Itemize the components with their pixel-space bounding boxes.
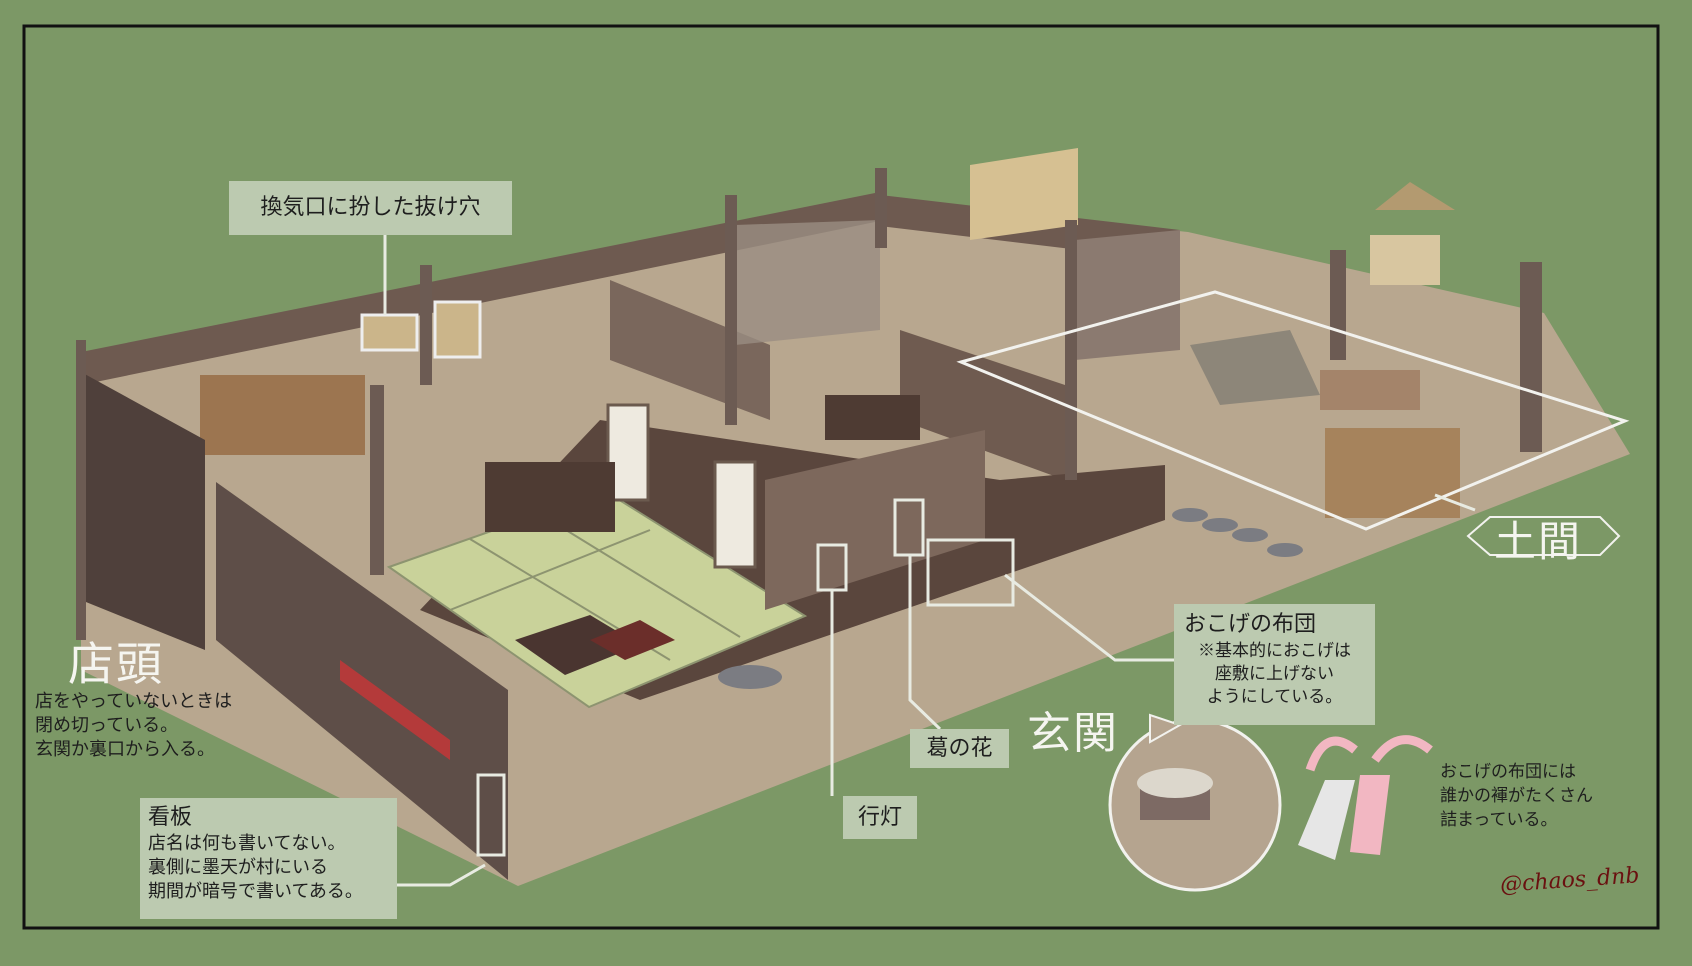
note-line: 店をやっていないときは [35,691,233,712]
frame-border [22,24,1660,930]
vent-hole [360,313,419,352]
shoji-screen [606,403,650,502]
tansu-chest [485,462,615,532]
back-wall [81,193,875,385]
shopfront-note: 店をやっていないときは 閉め切っている。 玄関か裏口から入る。 [35,690,232,762]
entrance-wall [765,430,985,610]
kamado-stove [1190,330,1320,405]
doma-outline [956,290,1630,531]
entrance-title: 玄関 [1027,708,1119,759]
stone [718,665,782,689]
okoge-futon-label: おこげの布団 ※基本的におこげは 座敷に上げない ようにしている。 [1174,604,1375,725]
signboard-title: 看板 [148,805,193,830]
side-facade [81,372,205,650]
white-loincloth [1298,780,1355,860]
note-line: 期間が暗号で書いてある。 [148,881,363,902]
note-line: 玄関か裏口から入る。 [35,739,215,760]
low-table [515,615,640,675]
kitchen-shelf [1325,428,1460,518]
okoge-futon-title: おこげの布団 [1184,612,1317,637]
partition-wall-right [900,330,1065,480]
note-line: 詰まっている。 [1440,810,1558,830]
tansu-chest [825,395,920,440]
note-line: 誰かの褌がたくさん [1440,786,1593,806]
shopfront-title: 店頭 [68,637,164,691]
note-line: 裏側に墨天が村にいる [148,857,328,878]
doma-label-frame [1466,516,1621,556]
kudzu-label: 葛の花 [910,729,1009,768]
note-line: 店名は何も書いてない。 [148,833,346,854]
note-line: ※基本的におこげは [1198,641,1351,661]
signboard-label: 看板 店名は何も書いてない。 裏側に墨天が村にいる 期間が暗号で書いてある。 [140,798,397,919]
note-line: 閉め切っている。 [35,715,179,736]
well [1370,235,1440,285]
andon-label: 行灯 [843,796,917,839]
partition-wall-gray [735,220,880,345]
note-line: 座敷に上げない [1215,664,1334,684]
shoji-screen [713,460,757,569]
vent-hole [433,300,482,359]
stepping-stones [1172,508,1303,557]
posts [76,168,1542,640]
pottery-shelf [200,375,365,455]
box [590,620,675,660]
display-counter [340,660,450,760]
loincloth-note: おこげの布団には 誰かの褌がたくさん 詰まっている。 [1440,760,1593,832]
pink-loincloth [1350,775,1390,855]
vent-label: 換気口に扮した抜け穴 [229,181,512,235]
leader-lines [383,235,1476,887]
note-line: おこげの布団には [1440,762,1576,782]
kitchen-table [1320,370,1420,410]
rear-door-wall [1075,230,1180,360]
well-roof [1375,182,1455,210]
outhouse [970,148,1078,240]
doma-title: 土間 [1494,517,1583,566]
note-line: ようにしている。 [1206,687,1343,707]
